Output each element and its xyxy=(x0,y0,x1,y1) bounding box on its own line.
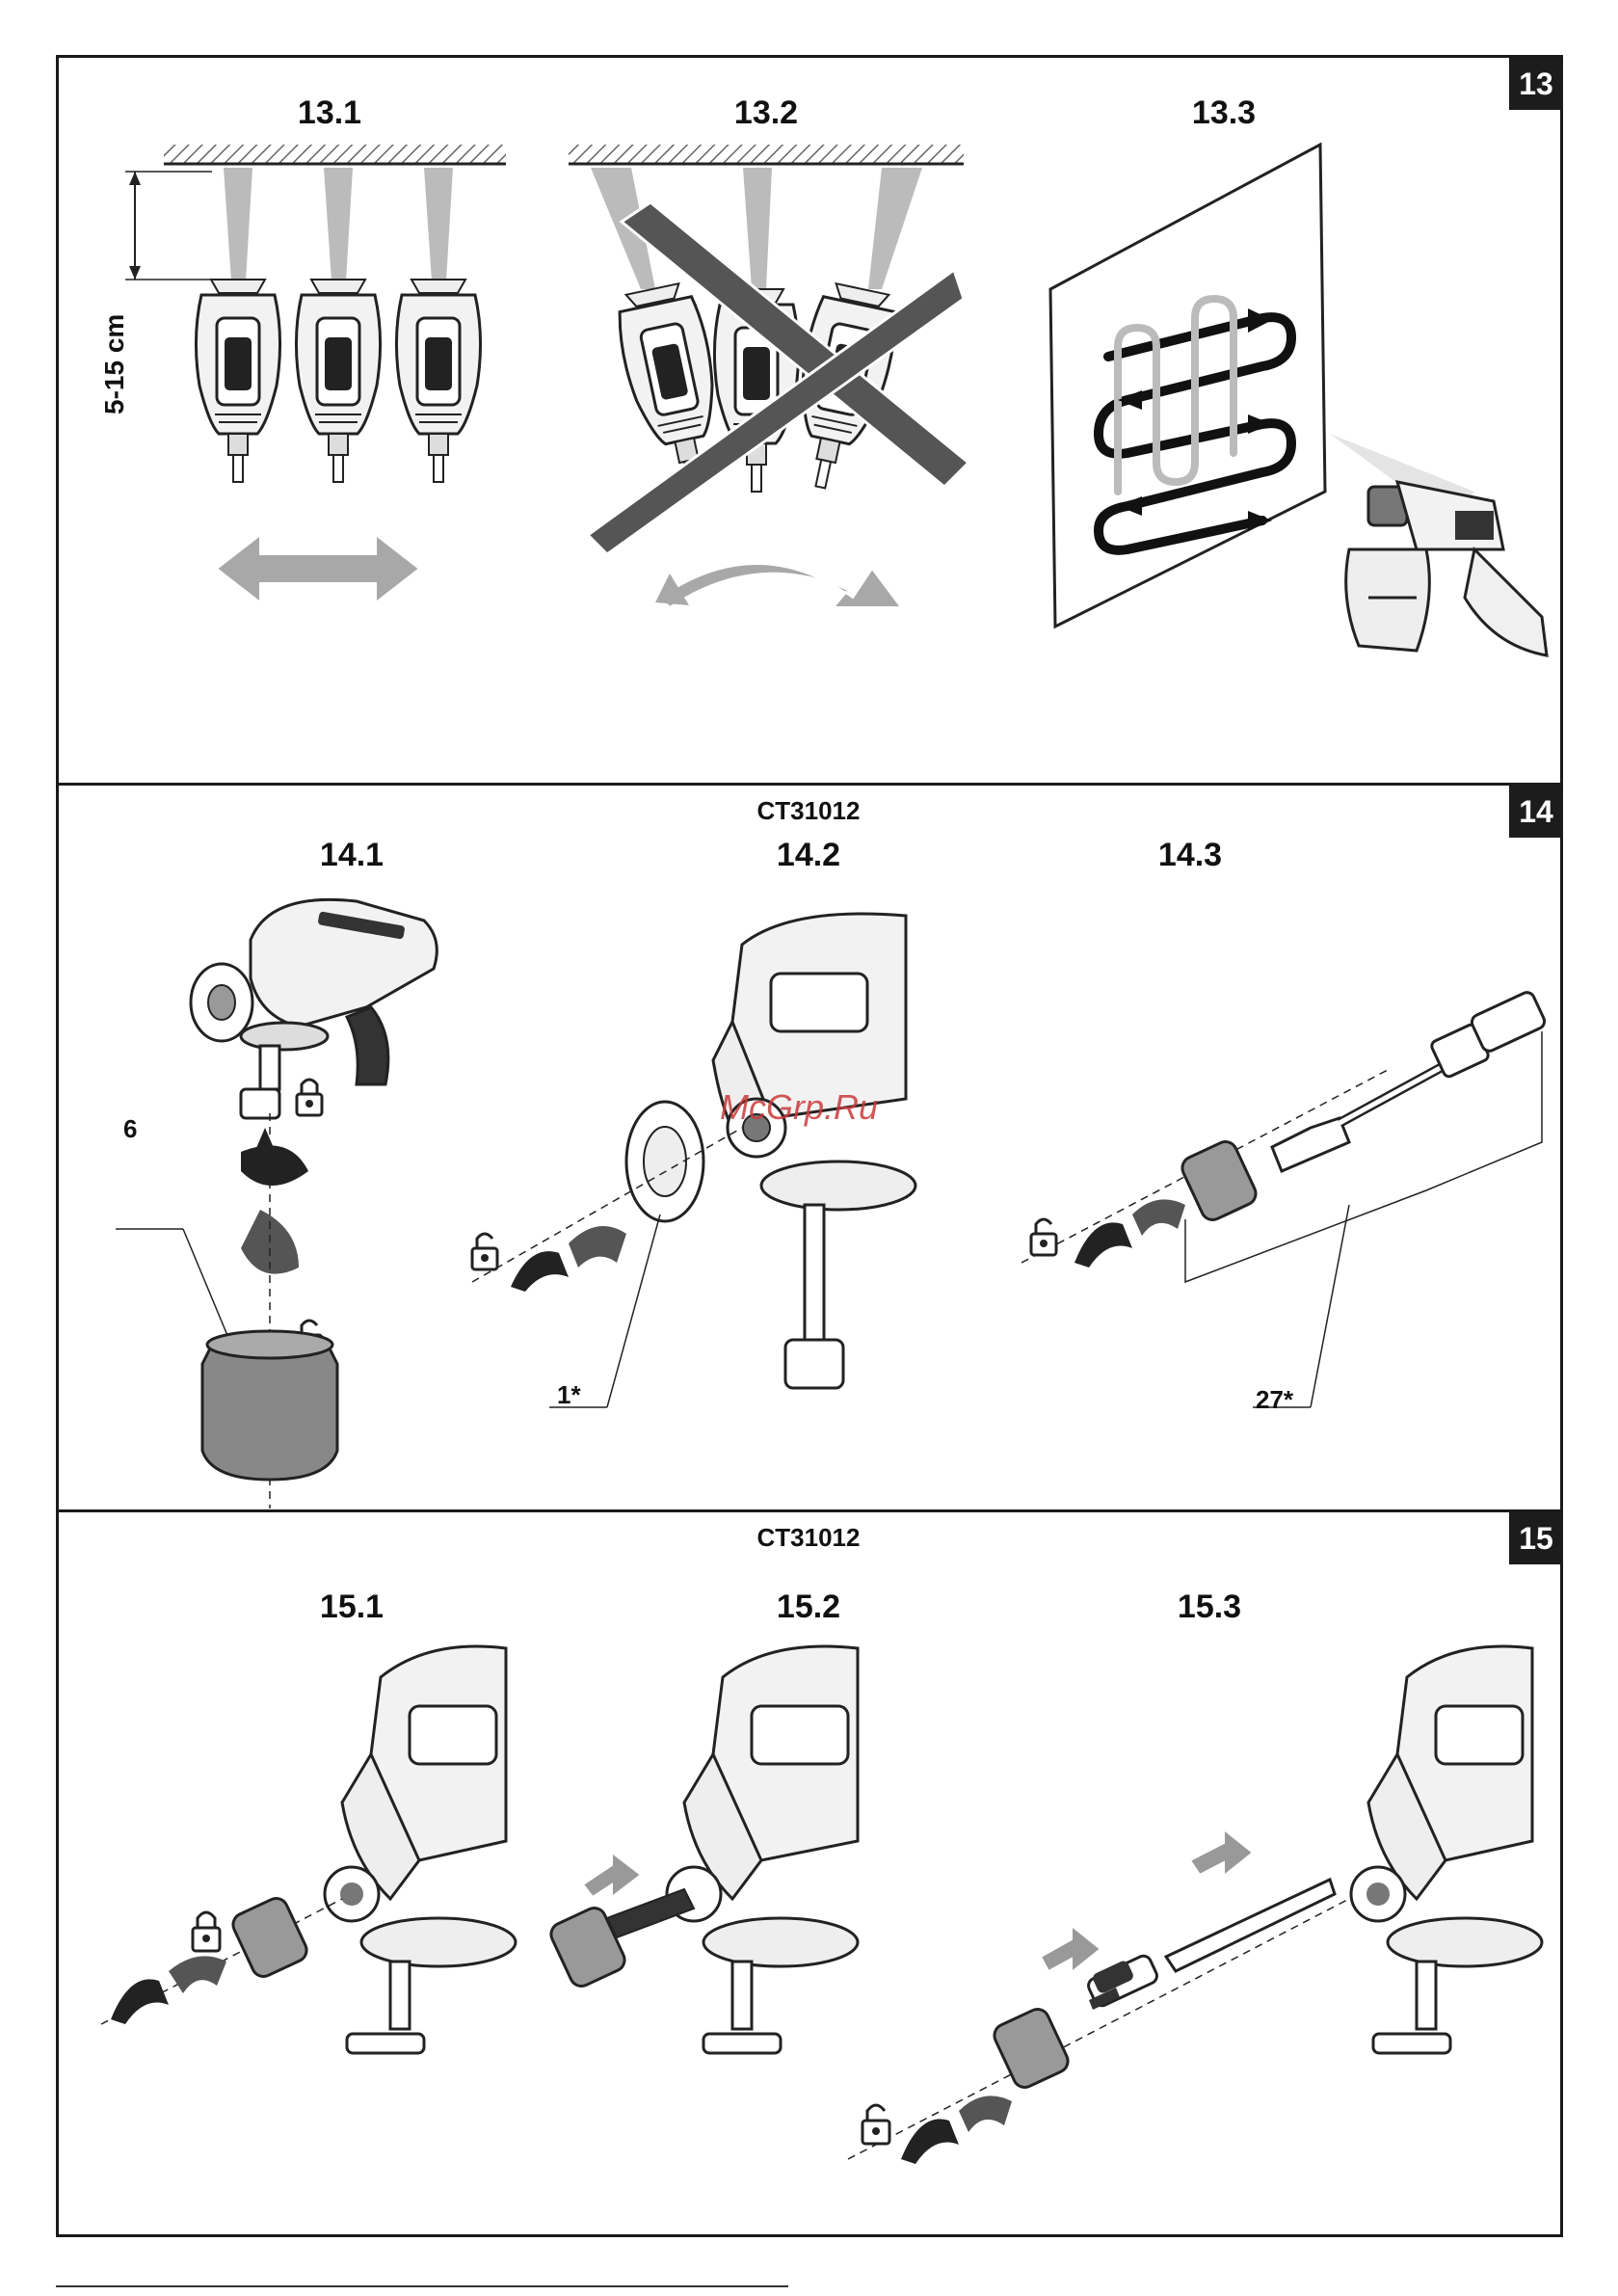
lock-icon xyxy=(193,1912,220,1951)
section-badge-14: 14 xyxy=(1509,786,1563,838)
pull-arrow-icon xyxy=(1041,1926,1101,1972)
rotate-arrow-icon xyxy=(901,2119,959,2164)
step-label-14-3: 14.3 xyxy=(1113,837,1267,874)
step-label-15-1: 15.1 xyxy=(275,1589,429,1626)
section-divider xyxy=(56,1509,1563,1512)
watermark: McGrp.Ru xyxy=(720,1087,878,1128)
unlock-icon xyxy=(472,1234,497,1269)
step-label-15-2: 15.2 xyxy=(731,1589,886,1626)
illustration-15-1 xyxy=(101,1639,516,2053)
spray-gun-icon xyxy=(1346,482,1547,655)
step-label-13-1: 13.1 xyxy=(252,94,407,132)
model-label-15: CT31012 xyxy=(712,1523,905,1553)
illustration-15-3 xyxy=(848,1639,1542,2188)
step-label-13-2: 13.2 xyxy=(689,94,843,132)
callout-27: 27* xyxy=(1256,1385,1293,1415)
section-badge-15: 15 xyxy=(1509,1512,1563,1564)
pull-arrow-icon xyxy=(583,1853,641,1897)
lock-icon xyxy=(297,1080,322,1115)
distance-label: 5-15 cm xyxy=(99,314,130,414)
step-label-13-3: 13.3 xyxy=(1147,94,1301,132)
section-divider xyxy=(56,783,1563,786)
illustration-14-2 xyxy=(453,906,915,1446)
step-label-15-3: 15.3 xyxy=(1132,1589,1286,1626)
callout-1: 1* xyxy=(557,1380,581,1410)
section-badge-13: 13 xyxy=(1509,58,1563,110)
double-arrow-icon xyxy=(217,535,419,602)
step-label-14-2: 14.2 xyxy=(731,837,886,874)
rotate-arrow-icon xyxy=(111,1979,169,2024)
unlock-icon xyxy=(862,2105,889,2144)
illustration-14-3 xyxy=(1021,974,1542,1427)
callout-6: 6 xyxy=(123,1114,137,1144)
model-label-14: CT31012 xyxy=(712,796,905,826)
footer-rule xyxy=(56,2285,788,2287)
rotate-arrow-icon xyxy=(660,564,901,607)
unlock-icon xyxy=(1031,1219,1056,1255)
pull-arrow-icon xyxy=(1190,1829,1253,1876)
illustration-14-1 xyxy=(106,882,511,1508)
illustration-13-2 xyxy=(564,145,968,617)
rotate-arrow-icon xyxy=(1074,1222,1132,1268)
illustration-13-1 xyxy=(106,145,511,617)
illustration-15-2 xyxy=(540,1639,858,2053)
rotate-arrow-icon xyxy=(511,1251,569,1292)
illustration-13-3 xyxy=(1050,145,1552,723)
step-label-14-1: 14.1 xyxy=(275,837,429,874)
